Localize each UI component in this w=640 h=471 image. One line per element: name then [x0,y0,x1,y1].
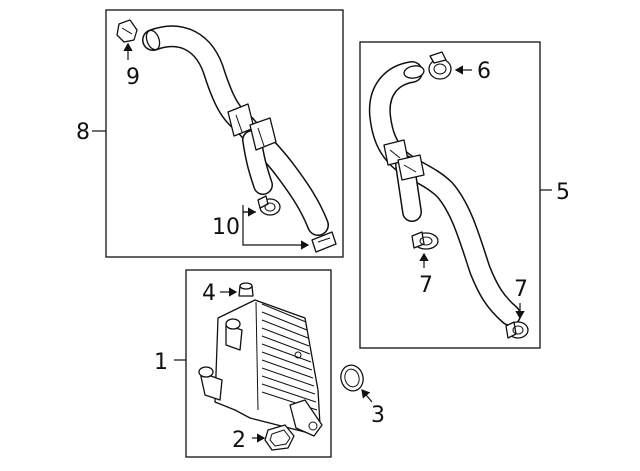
hose-clamp-7-end [505,321,529,339]
callout-3: 3 [371,403,385,428]
oil-cooler [198,299,323,437]
hose-connector-clip [311,231,337,253]
drain-plug-4 [238,282,254,297]
oil-cooler-group [185,269,332,458]
callout-10: 10 [212,215,240,240]
hose-clamp-6 [428,51,452,80]
callout-2: 2 [232,428,246,453]
callout-4: 4 [202,281,216,306]
lower-coolant-hose [368,61,521,326]
hose-clip-9 [116,19,138,43]
upper-hose-assembly-group [105,9,344,258]
callout-1: 1 [154,350,168,375]
upper-hose-box [105,9,344,258]
callout-7-end: 7 [514,277,528,302]
callout-8: 8 [76,120,90,145]
callout-6: 6 [477,59,491,84]
callout-5: 5 [556,180,570,205]
hose-clamp-7-middle [411,231,439,250]
upper-coolant-hose [142,25,329,236]
oil-cooler-box [185,269,332,458]
callout-7-middle: 7 [419,273,433,298]
lower-hose-assembly-group [359,41,541,349]
callout-9: 9 [126,65,140,90]
lower-hose-box [359,41,541,349]
hose-clamp-10 [257,195,281,216]
o-ring-seal-3 [340,364,364,392]
